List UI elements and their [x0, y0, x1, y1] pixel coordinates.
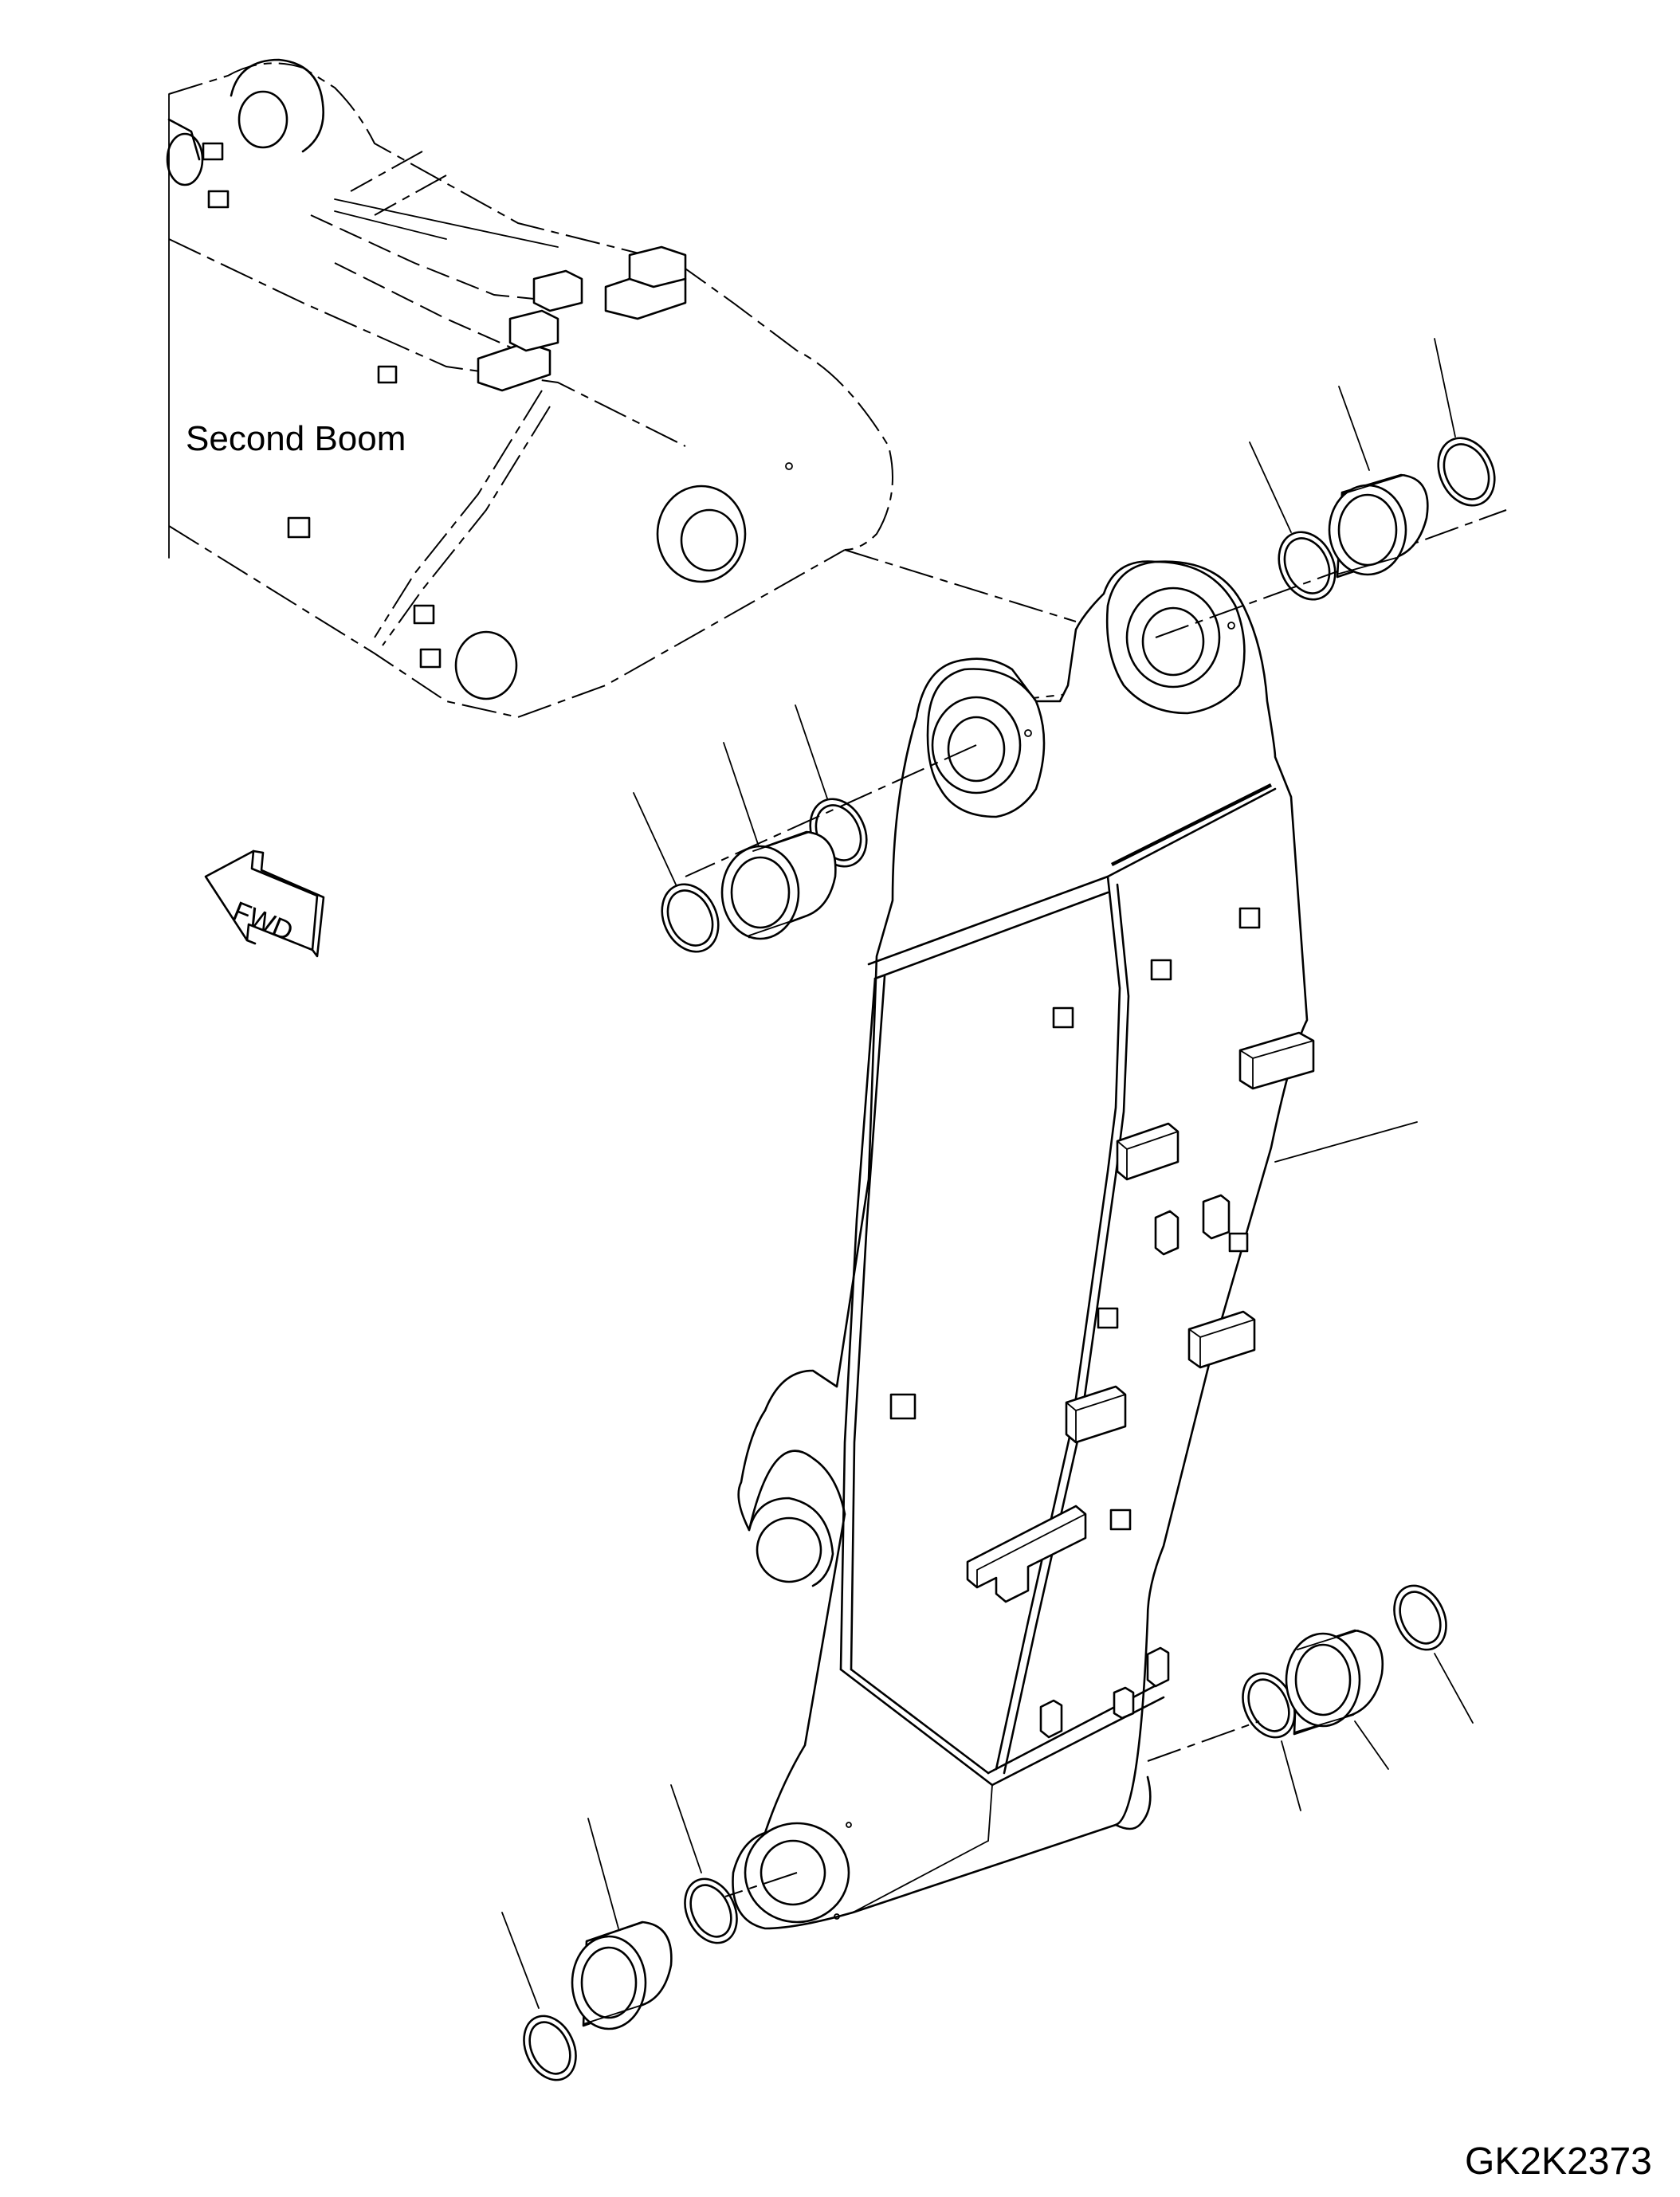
second-boom-label: Second Boom	[186, 419, 406, 458]
mounting-boss-icon	[1228, 1232, 1249, 1253]
mounting-boss-icon	[207, 190, 230, 209]
mounting-boss-icon	[202, 142, 224, 161]
mounting-boss-icon	[1238, 907, 1261, 929]
mounting-boss-icon	[377, 365, 398, 384]
second-boom-phantom	[166, 58, 1148, 719]
lower-right-axis	[1147, 1720, 1260, 1762]
ring-seal-icon	[661, 883, 720, 953]
fwd-arrow-icon: FWD	[204, 849, 325, 958]
upper-right-axis	[1155, 509, 1507, 638]
arm-assembly	[732, 560, 1309, 1930]
mounting-boss-icon	[1097, 1307, 1119, 1329]
arm-brackets	[966, 1031, 1315, 1739]
fwd-label: FWD	[229, 896, 297, 947]
ring-seal-icon	[1437, 437, 1496, 507]
ring-seal-icon	[684, 1877, 738, 1944]
arm-bosses	[889, 907, 1261, 1531]
upper-right-parts	[1249, 338, 1496, 601]
ring-seal-icon	[1278, 531, 1337, 601]
ring-seal-icon	[523, 2015, 577, 2081]
mounting-boss-icon	[889, 1393, 917, 1420]
bushing-icon	[571, 1920, 673, 2030]
upper-left-parts	[633, 704, 868, 953]
mounting-boss-icon	[1150, 959, 1172, 981]
lower-left-axis	[724, 1872, 798, 1897]
drawing-code: GK2K2373	[1465, 2140, 1652, 2183]
bushing-icon	[720, 830, 837, 940]
lower-left-parts	[501, 1784, 738, 2081]
mounting-boss-icon	[413, 604, 435, 625]
bushing-icon	[1328, 473, 1429, 579]
mounting-boss-icon	[287, 516, 311, 539]
mounting-boss-icon	[1052, 1006, 1074, 1029]
mounting-boss-icon	[419, 648, 442, 669]
bushing-icon	[1285, 1629, 1384, 1736]
arm-leader-line	[1274, 1121, 1418, 1163]
lower-right-parts	[1242, 1584, 1474, 1811]
upper-left-axis	[685, 744, 977, 877]
mounting-boss-icon	[1109, 1508, 1132, 1531]
ring-seal-icon	[1393, 1584, 1447, 1651]
